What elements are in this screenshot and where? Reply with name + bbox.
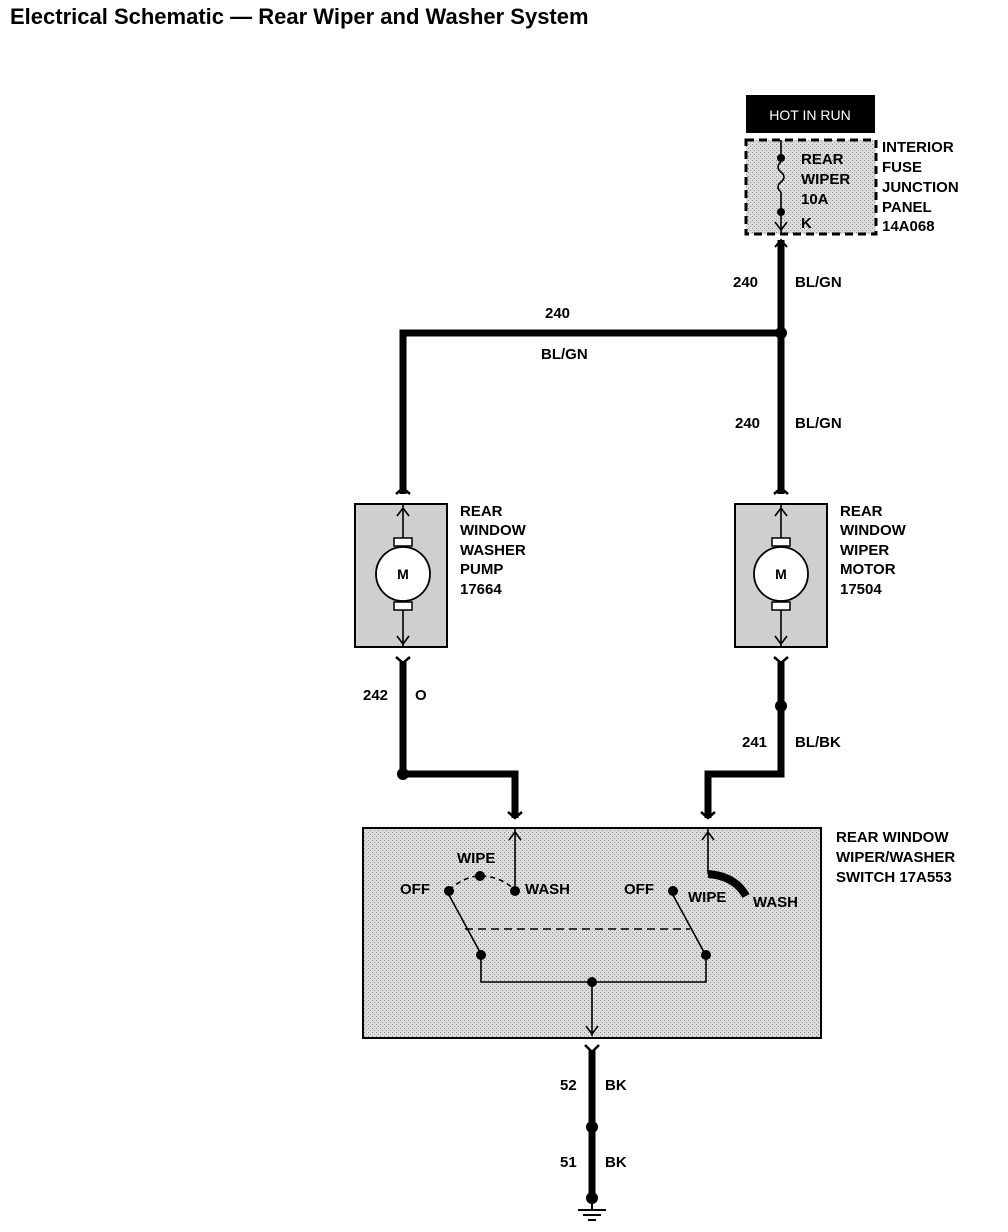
switch-right-contacts bbox=[668, 828, 750, 960]
switch-left-wipe: WIPE bbox=[457, 850, 495, 867]
wire-242-color: O bbox=[415, 687, 427, 704]
washer-pump-label-4: PUMP bbox=[460, 561, 503, 578]
switch-left-wash: WASH bbox=[525, 881, 570, 898]
washer-pump bbox=[354, 503, 448, 648]
wire-240-horizontal-circuit: 240 bbox=[545, 305, 570, 322]
washer-pump-label-2: WINDOW bbox=[460, 522, 527, 539]
wire-52-color: BK bbox=[605, 1077, 627, 1094]
wire-240-horizontal-color: BL/GN bbox=[541, 346, 588, 363]
wire-240-right-circuit: 240 bbox=[735, 415, 760, 432]
motor-top-connector bbox=[773, 486, 789, 495]
wire-241-color: BL/BK bbox=[795, 734, 841, 751]
wiper-motor-label-2: WINDOW bbox=[840, 522, 907, 539]
wiper-motor-label-4: MOTOR bbox=[840, 561, 896, 578]
switch-ground-arrow bbox=[585, 1025, 599, 1036]
wire-241 bbox=[704, 662, 785, 818]
wire-242-junction bbox=[397, 768, 409, 780]
wiper-motor-label-1: REAR bbox=[840, 503, 883, 520]
wiper-motor bbox=[734, 503, 828, 648]
fuse-line-rear: REAR bbox=[801, 151, 844, 168]
wire-241-junction bbox=[775, 700, 787, 712]
fuse-line-wiper: WIPER bbox=[801, 171, 850, 188]
ground-icon bbox=[578, 1192, 606, 1221]
wire-242 bbox=[399, 662, 519, 818]
wire-240-top-circuit: 240 bbox=[733, 274, 758, 291]
switch-right-wash: WASH bbox=[753, 894, 798, 911]
fuse-panel-box bbox=[744, 138, 878, 236]
washer-pump-label-5: 17664 bbox=[460, 581, 502, 598]
fuse-line-cavity: K bbox=[801, 215, 812, 232]
washer-pump-label-1: REAR bbox=[460, 503, 503, 520]
wire-242-switch-connector bbox=[507, 811, 523, 820]
wire-241-circuit: 241 bbox=[742, 734, 767, 751]
switch-right-wipe: WIPE bbox=[688, 889, 726, 906]
wire-240-top-color: BL/GN bbox=[795, 274, 842, 291]
wiper-motor-m-symbol: M bbox=[775, 566, 787, 582]
wire-242-circuit: 242 bbox=[363, 687, 388, 704]
washer-pump-label-3: WASHER bbox=[460, 542, 526, 559]
fuse-symbol bbox=[774, 140, 788, 234]
fuse-panel-label-5: 14A068 bbox=[882, 218, 935, 235]
fuse-panel-label-4: PANEL bbox=[882, 199, 932, 216]
wire-51-color: BK bbox=[605, 1154, 627, 1171]
switch-right-off: OFF bbox=[624, 881, 654, 898]
wiper-motor-label-5: 17504 bbox=[840, 581, 882, 598]
power-source-box bbox=[746, 95, 875, 133]
washer-pump-m-symbol: M bbox=[397, 566, 409, 582]
wire-241-switch-connector bbox=[700, 811, 716, 820]
fuse-panel-label-3: JUNCTION bbox=[882, 179, 959, 196]
fuse-line-amps: 10A bbox=[801, 191, 829, 208]
fuse-panel-label-2: FUSE bbox=[882, 159, 922, 176]
switch-label-3: SWITCH 17A553 bbox=[836, 869, 952, 886]
switch-label-1: REAR WINDOW bbox=[836, 829, 949, 846]
power-source-label: HOT IN RUN bbox=[769, 107, 850, 123]
fuse-panel-label-1: INTERIOR bbox=[882, 139, 954, 156]
wire-52-circuit: 52 bbox=[560, 1077, 577, 1094]
wire-51-circuit: 51 bbox=[560, 1154, 577, 1171]
page-title: Electrical Schematic — Rear Wiper and Wa… bbox=[10, 4, 589, 29]
switch-label-2: WIPER/WASHER bbox=[836, 849, 955, 866]
wiper-motor-label-3: WIPER bbox=[840, 542, 889, 559]
pump-top-connector bbox=[395, 486, 411, 495]
wire-240-right-color: BL/GN bbox=[795, 415, 842, 432]
wire-240-horizontal bbox=[399, 329, 781, 494]
switch-left-off: OFF bbox=[400, 881, 430, 898]
wire-240-top bbox=[774, 238, 788, 334]
